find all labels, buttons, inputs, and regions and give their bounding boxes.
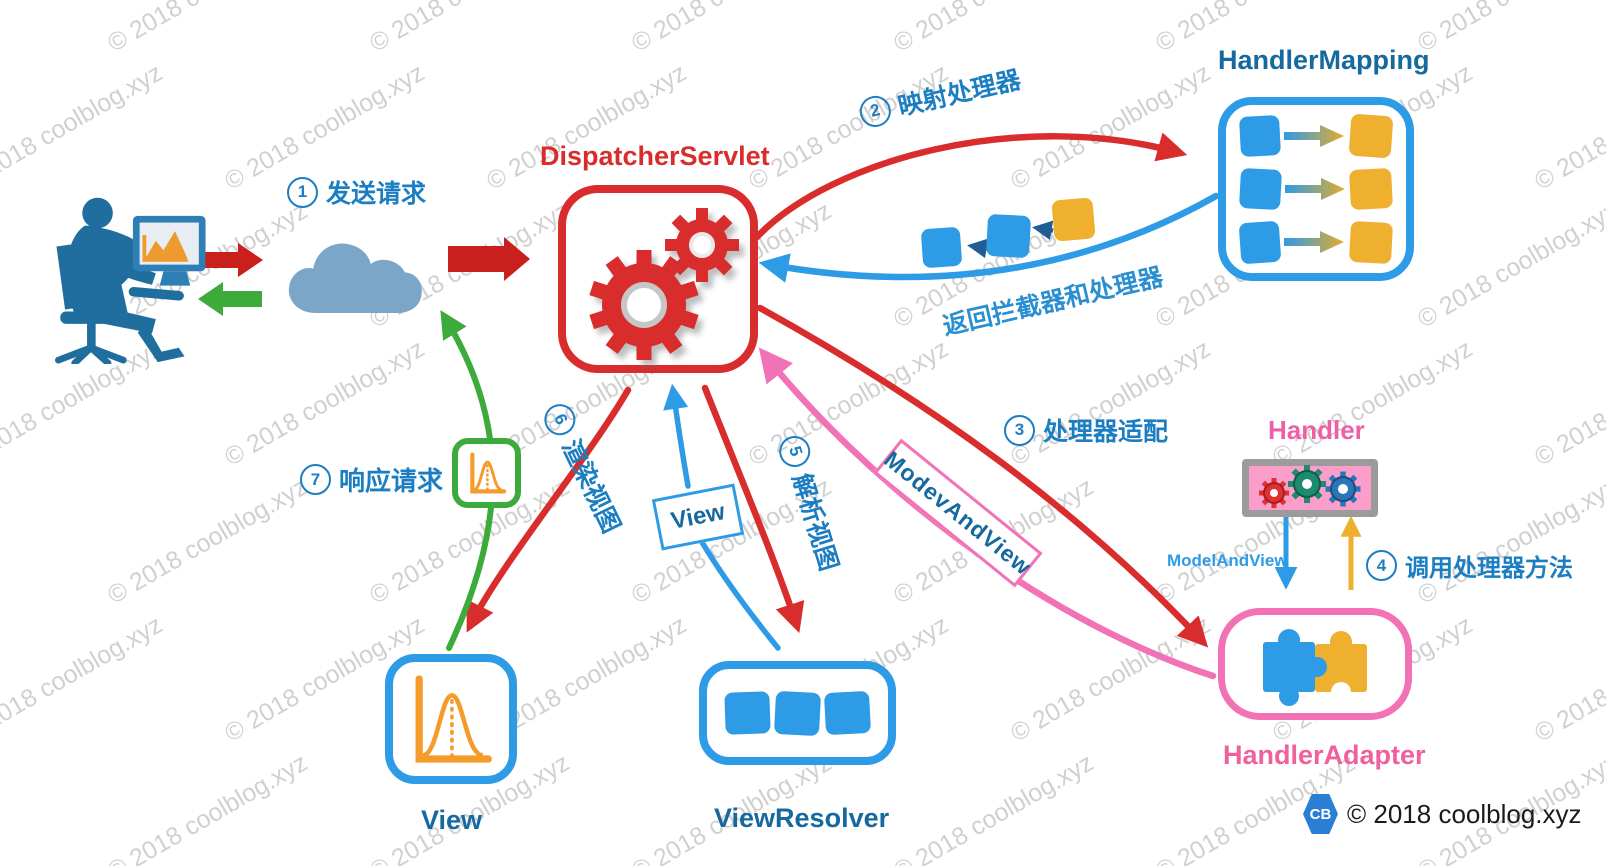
interceptor-square-2 xyxy=(985,213,1032,259)
coolblog-logo: CB xyxy=(1303,794,1338,834)
step3-text: 处理器适配 xyxy=(1043,418,1169,446)
handler-adapter-box xyxy=(1218,608,1412,720)
puzzle-piece-blue xyxy=(1263,629,1327,706)
resolver-square xyxy=(773,690,822,736)
arrow-return-interceptor-handler xyxy=(758,192,1220,283)
view-title: View xyxy=(421,805,483,835)
handler-key-square xyxy=(1238,220,1282,264)
step7-number: 7 xyxy=(300,464,331,495)
dispatcher-servlet-box xyxy=(558,185,758,373)
puzzle-piece-yellow xyxy=(1315,631,1367,692)
footer-copyright: © 2018 coolblog.xyz xyxy=(1347,798,1582,829)
step4-number: 4 xyxy=(1366,550,1397,581)
handler-title: Handler xyxy=(1268,415,1365,445)
handler-key-square xyxy=(1238,114,1282,158)
cloud-to-dispatcher-arrow-icon xyxy=(448,237,530,281)
monitor-icon xyxy=(128,215,206,301)
step3-number: 3 xyxy=(1004,414,1035,446)
step4-text: 调用处理器方法 xyxy=(1405,555,1573,582)
handler-mapping-rows xyxy=(1238,113,1394,264)
request-arrow-icon xyxy=(197,243,263,277)
view-box xyxy=(385,654,517,784)
arrow-resolve-view xyxy=(701,384,805,634)
mapping-arrow-icon xyxy=(1284,178,1345,200)
gears-icon xyxy=(589,208,739,360)
view-resolver-box xyxy=(699,661,896,765)
step1-label: 1 发送请求 xyxy=(287,174,426,210)
resolver-square xyxy=(724,691,771,735)
user-icon xyxy=(55,197,206,364)
step7-label: 7 响应请求 xyxy=(300,461,443,498)
arrow-map-handler xyxy=(753,132,1188,241)
arrow-render-view xyxy=(466,386,632,633)
handler-target-square xyxy=(1348,167,1394,211)
mapping-arrow-icon xyxy=(1284,231,1344,253)
step1-text: 发送请求 xyxy=(326,180,427,208)
resolver-square xyxy=(823,690,872,736)
puzzle-icon xyxy=(1263,629,1367,706)
mini-chart-icon xyxy=(469,452,506,494)
resolver-squares xyxy=(724,683,872,743)
step3-label: 3 处理器适配 xyxy=(1004,412,1168,448)
response-arrow-icon xyxy=(198,282,262,316)
handler-adapter-title: HandlerAdapter xyxy=(1223,740,1426,770)
step1-number: 1 xyxy=(287,176,318,208)
step4-label: 4 调用处理器方法 xyxy=(1366,548,1573,583)
mapping-row xyxy=(1238,167,1394,211)
handler-gears-icon xyxy=(1259,465,1361,508)
view-resolver-title: ViewResolver xyxy=(714,803,890,833)
handler-mapping-title: HandlerMapping xyxy=(1218,45,1430,75)
footer: CB © 2018 coolblog.xyz xyxy=(1303,794,1582,834)
interceptor-square-1 xyxy=(920,226,963,269)
puzzle-notch xyxy=(1331,682,1351,702)
handler-target-square xyxy=(1348,113,1394,159)
bell-curve-chart-icon xyxy=(415,675,492,763)
arrow-view-to-dispatcher xyxy=(663,383,691,489)
handler-key-square xyxy=(1238,167,1283,211)
dispatcher-servlet-title: DispatcherServlet xyxy=(540,141,770,171)
step7-text: 响应请求 xyxy=(339,466,444,496)
handler-mapping-box xyxy=(1218,97,1414,281)
handler-target-square xyxy=(1348,220,1394,264)
mapping-arrow-icon xyxy=(1284,125,1344,147)
cloud-icon xyxy=(288,243,422,314)
arrow-viewtag-to-resolver xyxy=(693,529,781,651)
response-view-mini-box xyxy=(452,438,521,508)
step2-number: 2 xyxy=(856,92,894,130)
arrow-handler-adapt xyxy=(756,304,1209,648)
handler-box xyxy=(1242,459,1378,517)
handler-square xyxy=(1051,197,1096,242)
mapping-row xyxy=(1238,113,1394,159)
mapping-row xyxy=(1238,220,1394,264)
model-and-view-label: ModelAndView xyxy=(1167,551,1288,570)
